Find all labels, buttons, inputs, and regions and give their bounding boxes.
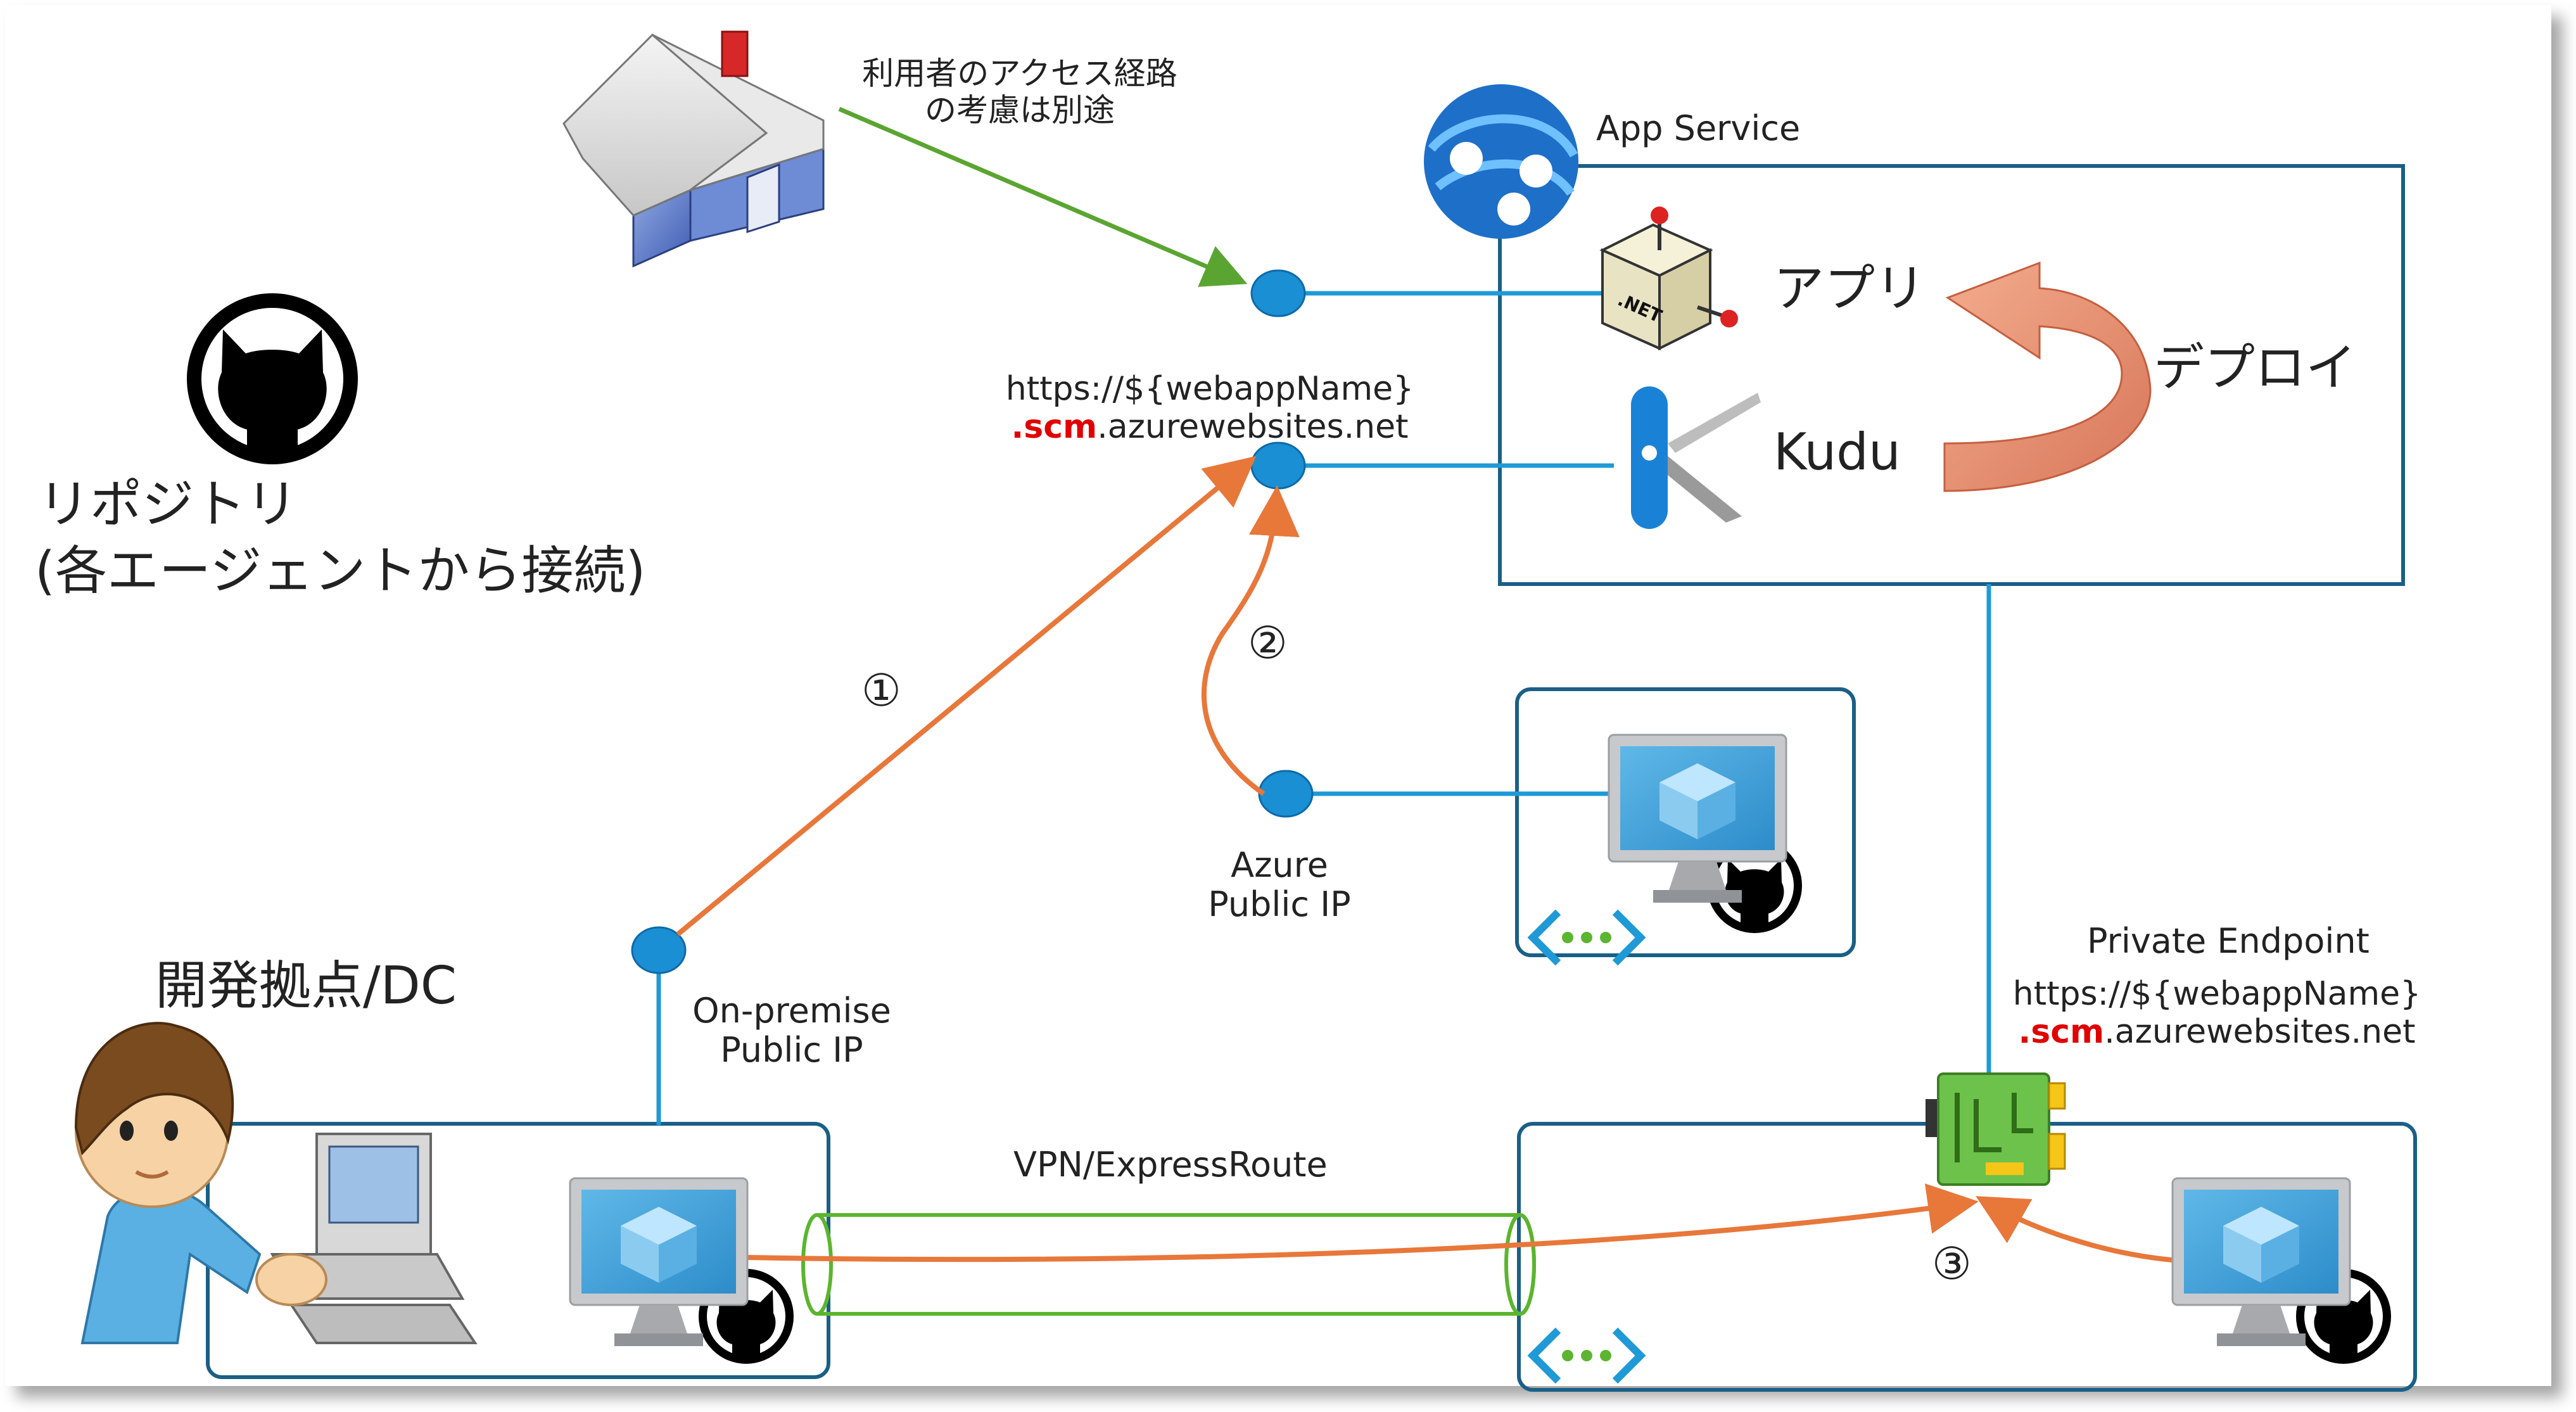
user-access-arrow: [838, 106, 1248, 287]
app-public-ip-dot: [1250, 269, 1306, 317]
azure-public-ip-line1: Azure: [1231, 845, 1328, 885]
app-service-icon: [1424, 84, 1578, 239]
deploy-label: デプロイ: [2154, 338, 2356, 397]
github-icon: [187, 293, 358, 464]
scm-url-top-line1: https://${webappName}: [1005, 370, 1414, 408]
dotnet-app-icon: .NET: [1599, 207, 1738, 351]
pe-url-line2: .scm.azurewebsites.net: [1995, 1012, 2439, 1052]
route3-agent-arrow: [1976, 1196, 2179, 1263]
vpn-tunnel: [801, 1213, 1536, 1316]
developer-person-icon: [74, 1022, 478, 1344]
app-label: アプリ: [1773, 259, 1926, 318]
azure-public-ip-label: Azure Public IP: [1159, 845, 1400, 925]
step3-label: ③: [1932, 1238, 1972, 1290]
private-endpoint-label: Private Endpoint: [2087, 921, 2370, 961]
user-access-note-line2: の考慮は別途: [925, 91, 1115, 129]
route3-vpn-arrow: [747, 1183, 1979, 1263]
dev-site-label: 開発拠点/DC: [155, 956, 457, 1016]
scm-public-ip-dot: [1250, 442, 1306, 490]
user-access-note-line1: 利用者のアクセス経路: [862, 55, 1177, 92]
app-service-box: [1498, 164, 2405, 586]
private-endpoint-icon: [1926, 1072, 2066, 1186]
scm-url-top-domain: .azurewebsites.net: [1097, 407, 1409, 446]
repository-label: リポジトリ: [38, 474, 298, 535]
scm-url-top: https://${webappName} .scm.azurewebsites…: [988, 370, 1431, 447]
pe-url-line1: https://${webappName}: [2012, 975, 2421, 1013]
azure-public-ip-dot: [1258, 770, 1314, 818]
user-access-note: 利用者のアクセス経路 の考慮は別途: [817, 55, 1222, 129]
step2-label: ②: [1248, 617, 1288, 669]
vpn-label: VPN/ExpressRoute: [1013, 1145, 1328, 1185]
kudu-knife-icon: [1631, 386, 1761, 529]
onprem-public-ip-line2: Public IP: [720, 1030, 863, 1071]
onprem-public-ip-label: On-premise Public IP: [684, 991, 899, 1070]
onprem-public-ip-line1: On-premise: [692, 991, 891, 1031]
pe-url-scm: scm: [2031, 1012, 2105, 1051]
pe-url-domain: .azurewebsites.net: [2104, 1012, 2416, 1051]
vnet-icon: [1527, 909, 1646, 966]
vm-monitor-icon: [2171, 1177, 2351, 1346]
kudu-label: Kudu: [1773, 423, 1901, 481]
route2-arrow: [1201, 485, 1300, 796]
azure-public-ip-line2: Public IP: [1208, 884, 1351, 925]
pe-url: https://${webappName} .scm.azurewebsites…: [1995, 975, 2439, 1052]
deploy-arrow: [1943, 261, 2152, 492]
vm-monitor-icon: [1608, 734, 1787, 903]
app-service-label: App Service: [1596, 108, 1801, 148]
onprem-public-ip-dot: [631, 926, 687, 974]
scm-url-top-dot: .: [1011, 407, 1024, 446]
step1-label: ①: [861, 665, 901, 716]
azure-vnet-box: [1515, 687, 1856, 957]
house-icon: [562, 30, 825, 268]
vm-monitor-icon: [569, 1177, 749, 1346]
scm-url-top-scm: scm: [1024, 407, 1098, 446]
route1-arrow: [676, 455, 1257, 937]
vnet-icon: [1527, 1327, 1646, 1384]
scm-url-top-line2: .scm.azurewebsites.net: [988, 407, 1431, 447]
pe-url-dot: .: [2018, 1012, 2031, 1051]
repository-note: (各エージェントから接続): [35, 541, 646, 601]
